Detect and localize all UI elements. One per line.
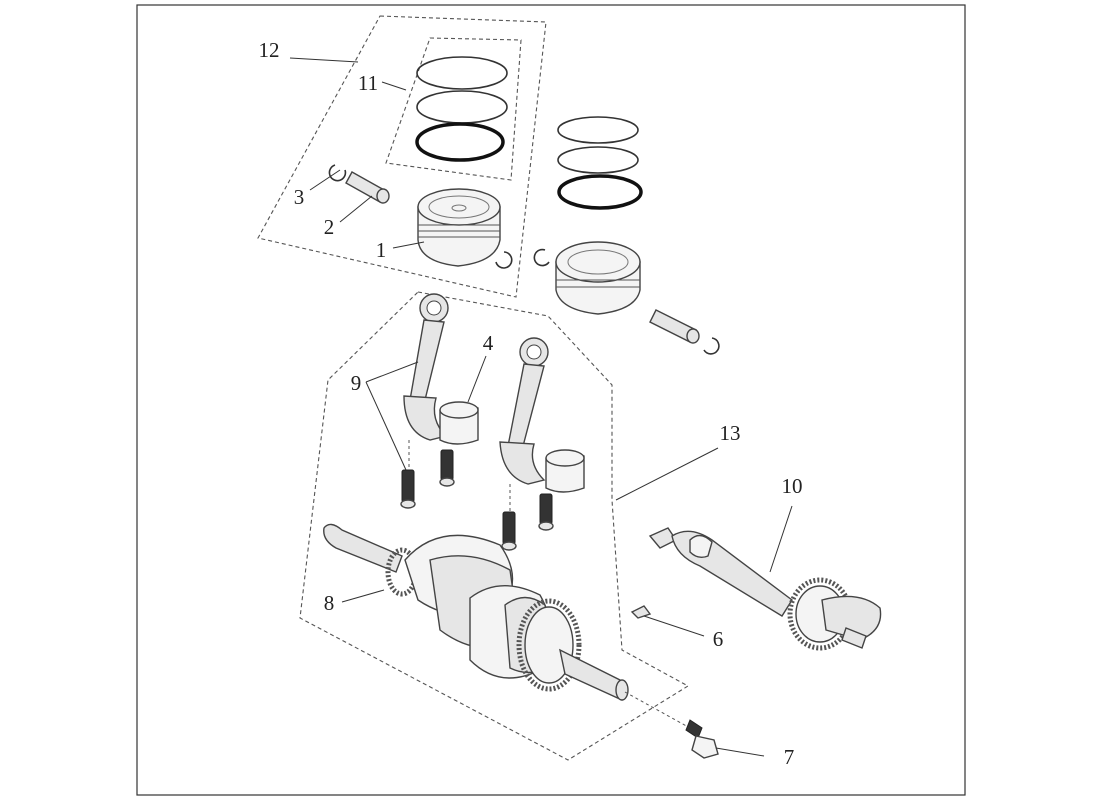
callout-12: 12 xyxy=(259,38,280,62)
group-12-outline xyxy=(257,15,547,298)
circlip-left-a xyxy=(328,164,347,182)
leader-lines xyxy=(289,57,793,757)
balancer-shaft xyxy=(648,527,882,651)
rod-bolts xyxy=(400,449,554,551)
callout-2: 2 xyxy=(324,215,335,239)
callout-13: 13 xyxy=(720,421,741,445)
piston-rings-left xyxy=(415,56,508,162)
woodruff-key xyxy=(630,605,652,619)
piston-rings-right xyxy=(557,116,643,210)
group-11-outline xyxy=(385,37,522,181)
piston-right xyxy=(555,241,641,315)
callout-9: 9 xyxy=(351,371,362,395)
piston-left xyxy=(417,188,501,267)
crankshaft xyxy=(323,523,629,701)
callout-4: 4 xyxy=(483,331,494,355)
rod-bearing-left xyxy=(439,401,479,445)
rod-bearing-right xyxy=(545,449,585,493)
crank-bolt xyxy=(685,719,719,759)
callout-8: 8 xyxy=(324,591,335,615)
callout-6: 6 xyxy=(713,627,724,651)
callout-1: 1 xyxy=(376,238,387,262)
callout-11: 11 xyxy=(358,71,378,95)
piston-pin-left xyxy=(345,171,390,204)
circlip-left-b xyxy=(495,251,513,269)
callout-10: 10 xyxy=(782,474,803,498)
diagram-frame xyxy=(136,4,966,796)
circlip-right-b xyxy=(703,337,720,355)
connecting-rod-left xyxy=(403,293,449,441)
piston-pin-right xyxy=(649,309,700,344)
group-13-outline xyxy=(299,291,690,761)
connecting-rod-right xyxy=(499,337,549,485)
callout-3: 3 xyxy=(294,185,305,209)
circlip-right-a xyxy=(533,248,550,267)
callout-7: 7 xyxy=(784,745,795,769)
